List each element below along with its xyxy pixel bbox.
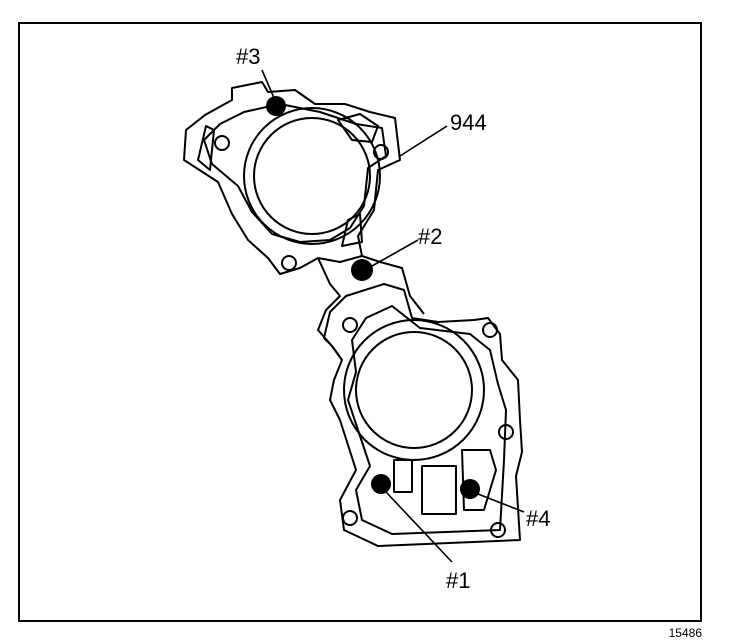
upper-bolt-hole-bottom bbox=[281, 255, 297, 271]
leader-3 bbox=[261, 69, 275, 99]
lower-bolt-hole-bottom-left bbox=[342, 510, 358, 526]
leader-4 bbox=[477, 493, 525, 513]
lower-bolt-hole-upper-left bbox=[342, 317, 358, 333]
lower-bolt-hole-right bbox=[498, 424, 514, 440]
upper-cutout-center bbox=[341, 213, 363, 247]
callout-label-1: #1 bbox=[446, 568, 470, 593]
lower-channel bbox=[347, 305, 507, 535]
part-number-label: 944 bbox=[450, 110, 487, 135]
upper-gasket-outline bbox=[183, 81, 401, 275]
upper-bore-outer bbox=[243, 107, 381, 245]
leader-2 bbox=[371, 239, 419, 267]
upper-bolt-hole-right bbox=[373, 144, 389, 160]
port-3-marker bbox=[266, 96, 286, 116]
upper-bolt-hole-left bbox=[214, 135, 230, 151]
port-2-marker bbox=[351, 259, 373, 281]
lower-cutout-right bbox=[461, 449, 497, 511]
upper-cutout-right bbox=[337, 113, 379, 143]
diagram-frame bbox=[18, 22, 702, 622]
upper-bore-inner bbox=[253, 117, 371, 235]
leader-944 bbox=[399, 125, 448, 157]
lower-bolt-hole-bottom-right bbox=[490, 522, 506, 538]
lower-bore-outer bbox=[343, 319, 485, 461]
upper-cutout-left bbox=[197, 125, 215, 171]
neck-outline-right bbox=[361, 255, 425, 315]
port-4-marker bbox=[460, 479, 480, 499]
upper-channel bbox=[203, 103, 387, 243]
lower-cutout-center bbox=[421, 465, 457, 515]
leader-1 bbox=[385, 491, 453, 563]
port-1-marker bbox=[371, 474, 391, 494]
figure-number: 15486 bbox=[668, 626, 702, 640]
lower-bore-inner bbox=[355, 331, 473, 449]
lower-gasket-outline bbox=[323, 283, 523, 547]
callout-label-3: #3 bbox=[236, 44, 260, 69]
lower-cutout-left bbox=[393, 459, 413, 493]
callout-label-4: #4 bbox=[526, 506, 550, 531]
lower-bolt-hole-upper-right bbox=[482, 322, 498, 338]
callout-label-2: #2 bbox=[418, 224, 442, 249]
